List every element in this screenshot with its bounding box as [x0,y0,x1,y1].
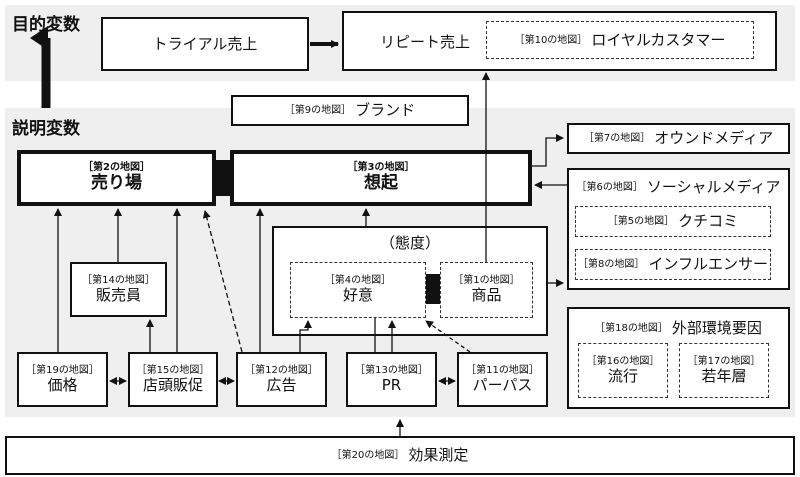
favorability-tag: ［第4の地図］ [324,275,392,287]
word-of-mouth-tag: ［第5の地図］ [607,216,675,227]
sales-floor-box: ［第2の地図］ 売り場 [17,150,216,206]
recall-tag: ［第3の地図］ [347,161,415,173]
favorability-title: 好意 [342,286,373,305]
sales-floor-recall-connector [214,160,232,196]
trend-box: ［第16の地図］ 流行 [578,343,668,398]
product-tag: ［第1の地図］ [453,275,520,287]
influencer-tag: ［第8の地図］ [578,259,645,270]
trial-sales-box: トライアル売上 [101,17,309,71]
store-promo-box: ［第15の地図］ 店頭販促 [128,352,218,407]
price-tag: ［第19の地図］ [26,364,99,376]
sales-floor-title: 売り場 [91,172,142,193]
salesperson-title: 販売員 [95,285,141,304]
price-box: ［第19の地図］ 価格 [17,352,108,407]
favorability-box: ［第4の地図］ 好意 [290,262,426,318]
loyal-customer-title: ロイヤルカスタマー [591,30,726,49]
product-title: 商品 [471,286,502,305]
owned-media-title: オウンドメディア [654,129,774,148]
trend-tag: ［第16の地図］ [586,355,660,367]
measurement-tag: ［第20の地図］ [331,450,405,461]
advertising-box: ［第12の地図］ 広告 [236,352,327,407]
loyal-customer-tag: ［第10の地図］ [514,34,588,46]
purpose-title: パーパス [472,375,533,394]
young-box: ［第17の地図］ 若年層 [679,343,769,398]
explanatory-label: 説明変数 [12,119,80,139]
trial-sales-title: トライアル売上 [152,34,258,53]
store-promo-tag: ［第15の地図］ [136,364,210,376]
loyal-customer-box: ［第10の地図］ ロイヤルカスタマー [486,21,754,59]
sales-floor-tag: ［第2の地図］ [83,161,150,173]
recall-title: 想起 [364,172,398,193]
social-media-tag: ［第6の地図］ [576,181,643,193]
recall-to-owned-media-arrow [532,134,564,167]
brand-box: ［第9の地図］ ブランド [231,95,469,126]
young-title: 若年層 [701,366,747,385]
repeat-sales-title: リピート売上 [380,33,471,51]
salesperson-box: ［第14の地図］ 販売員 [70,262,167,317]
trend-title: 流行 [607,366,638,385]
product-box: ［第1の地図］ 商品 [440,262,533,318]
social-media-title: ソーシャルメディア [646,178,781,196]
measurement-box: ［第20の地図］ 効果測定 [5,436,795,475]
attitude-label: （態度） [379,234,440,252]
young-tag: ［第17の地図］ [687,355,761,367]
brand-title: ブランド [355,101,416,120]
ad-to-favorability-arrow [299,320,312,352]
owned-media-tag: ［第7の地図］ [583,133,651,144]
advertising-tag: ［第12の地図］ [245,364,318,376]
purpose-to-favorability-arrow [425,320,471,353]
favorability-product-connector [424,274,442,304]
external-tag: ［第18の地図］ [595,322,668,334]
word-of-mouth-title: クチコミ [678,212,739,231]
ad-to-floor-arrow [202,210,243,353]
purpose-box: ［第11の地図］ パーパス [457,352,548,407]
owned-media-box: ［第7の地図］ オウンドメディア [567,123,790,154]
store-promo-title: 店頭販促 [142,375,203,394]
pr-tag: ［第13の地図］ [355,364,428,376]
salesperson-tag: ［第14の地図］ [82,274,155,286]
external-title: 外部環境要因 [671,319,762,337]
influencer-title: インフルエンサー [648,255,768,274]
objective-label: 目的変数 [12,15,80,35]
measurement-title: 効果測定 [408,446,469,465]
price-title: 価格 [47,375,78,394]
brand-tag: ［第9の地図］ [284,105,352,116]
recall-box: ［第3の地図］ 想起 [230,150,532,206]
pr-title: PR [381,375,402,394]
influencer-box: ［第8の地図］ インフルエンサー [575,249,771,280]
word-of-mouth-box: ［第5の地図］ クチコミ [575,206,771,237]
pr-box: ［第13の地図］ PR [346,352,437,407]
purpose-tag: ［第11の地図］ [466,364,539,376]
advertising-title: 広告 [266,375,297,394]
